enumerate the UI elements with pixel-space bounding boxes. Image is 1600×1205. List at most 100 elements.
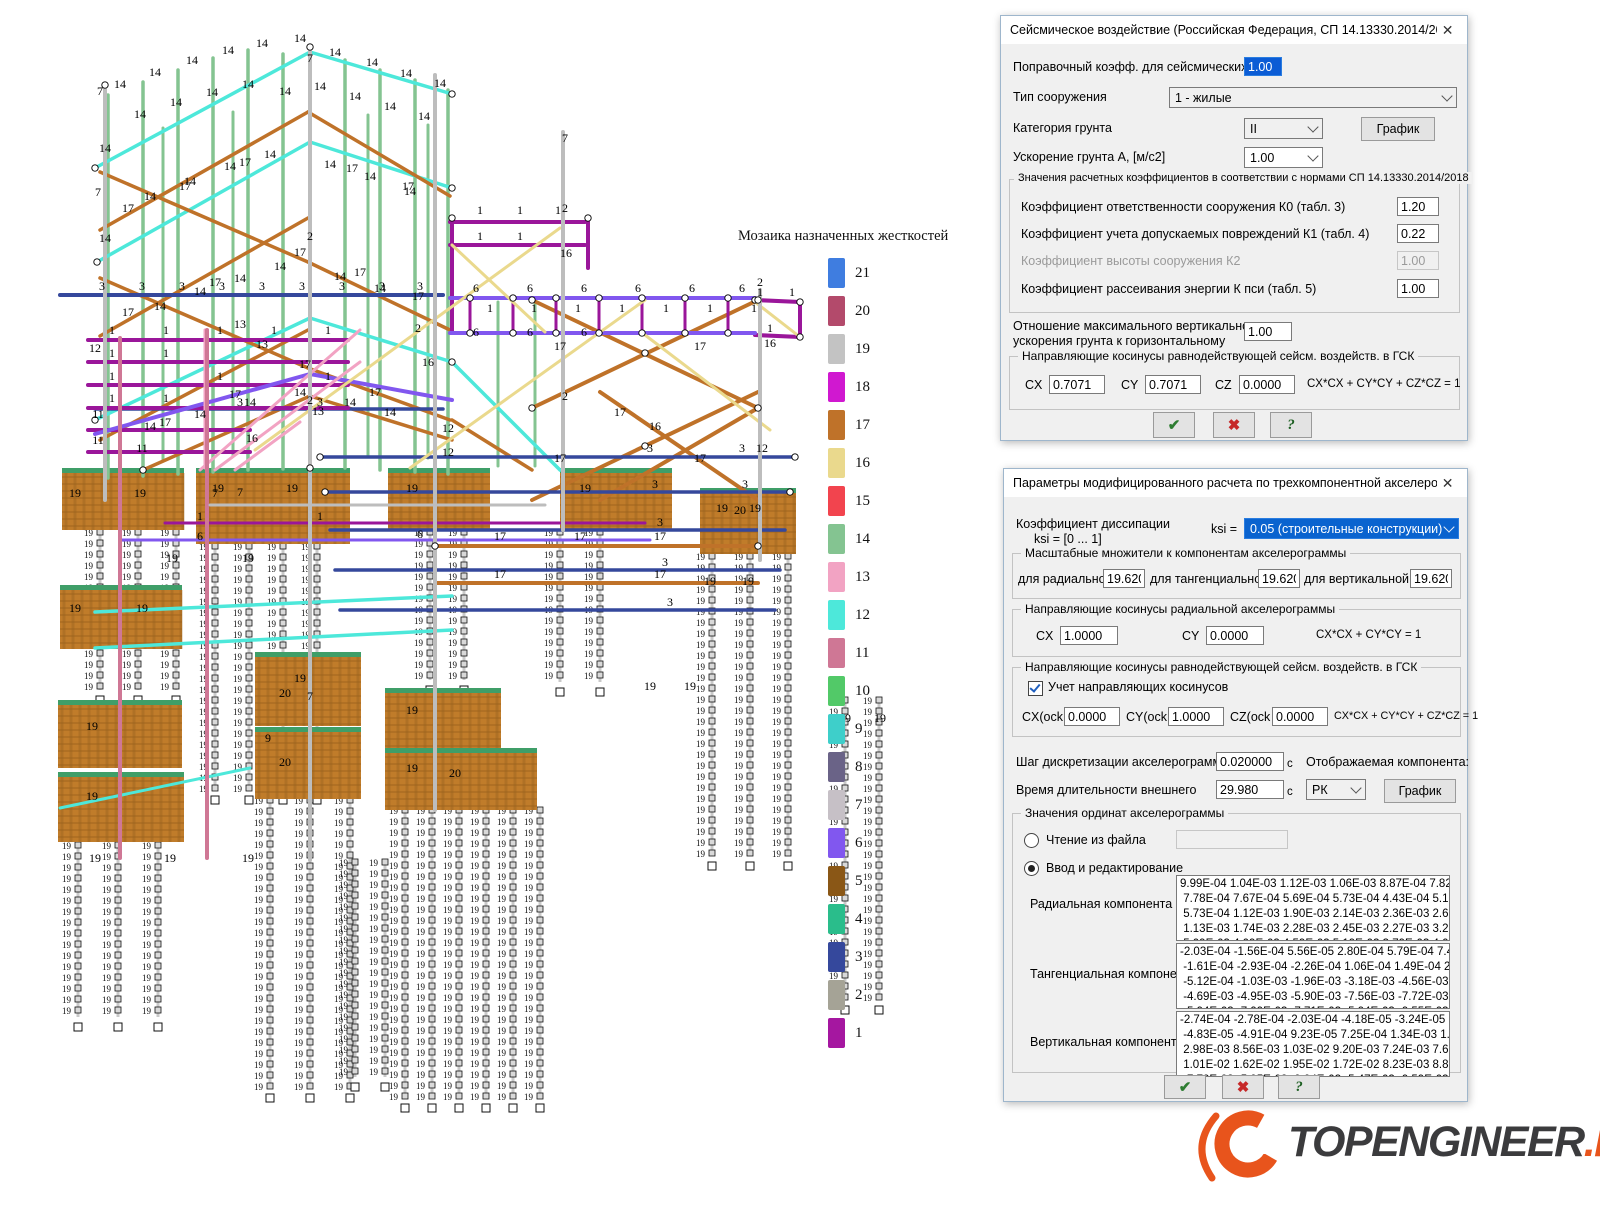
pile-foot xyxy=(874,1005,884,1015)
use-cosines-checkbox[interactable] xyxy=(1028,681,1043,696)
ok-button[interactable]: ✔ xyxy=(1164,1075,1206,1099)
pile-label: 19 xyxy=(199,586,209,596)
pile-node xyxy=(306,939,314,947)
pile-label: 19 xyxy=(734,794,744,804)
pile-node xyxy=(306,1005,314,1013)
member-label: 19 xyxy=(716,501,728,515)
radial-comp-textarea[interactable]: 9.99E-04 1.04E-03 1.12E-03 1.06E-03 8.87… xyxy=(1176,875,1450,941)
pile-label: 19 xyxy=(334,950,344,960)
frame-node xyxy=(321,488,329,496)
rc-cy-input[interactable] xyxy=(1206,626,1264,645)
close-icon[interactable]: ✕ xyxy=(1441,474,1454,491)
pile-node xyxy=(351,1067,359,1075)
pile-node xyxy=(875,982,883,990)
radial-scale-input[interactable] xyxy=(1103,569,1145,588)
pile-label: 19 xyxy=(734,695,744,705)
pile-label: 19 xyxy=(470,861,480,871)
graph-button[interactable]: График xyxy=(1361,117,1435,141)
cy-input[interactable] xyxy=(1145,375,1201,394)
pile-label: 19 xyxy=(524,828,534,838)
structure-type-select[interactable]: 1 - жилые xyxy=(1169,87,1457,108)
pile-label: 19 xyxy=(334,1038,344,1048)
tangential-scale-input[interactable] xyxy=(1258,569,1300,588)
duration-input[interactable] xyxy=(1216,780,1284,799)
help-button[interactable]: ? xyxy=(1278,1075,1320,1099)
k0-input[interactable] xyxy=(1397,197,1439,216)
pile-label: 19 xyxy=(142,907,152,917)
rc-cx-input[interactable] xyxy=(1060,626,1118,645)
model-view[interactable]: 19 19 19 19 19 19 19 19 19 19 19 19 19 19 19 19 19 19 19 19… xyxy=(0,0,1000,1200)
vertical-scale-input[interactable] xyxy=(1410,569,1452,588)
pile-label: 19 xyxy=(443,1070,453,1080)
member-label: 16 xyxy=(246,431,258,445)
close-icon[interactable]: ✕ xyxy=(1441,21,1454,38)
pile-label: 19 xyxy=(84,649,94,659)
read-file-radio[interactable] xyxy=(1024,833,1039,848)
pile-node xyxy=(381,990,389,998)
pile-node xyxy=(381,968,389,976)
pile-node xyxy=(428,1070,436,1078)
member-label: 17 xyxy=(122,201,134,215)
member-label: 13 xyxy=(234,317,246,331)
cx-input[interactable] xyxy=(1049,375,1105,394)
ksi-select[interactable]: 0.05 (строительные конструкции) xyxy=(1244,518,1459,539)
frame-node xyxy=(641,442,649,450)
k1-input[interactable] xyxy=(1397,224,1439,243)
pile-label: 19 xyxy=(696,585,706,595)
pile-node xyxy=(482,960,490,968)
ok-button[interactable]: ✔ xyxy=(1153,412,1195,438)
pile-label: 19 xyxy=(470,828,480,838)
pile-label: 19 xyxy=(199,619,209,629)
cancel-button[interactable]: ✖ xyxy=(1222,1075,1264,1099)
legend-number: 21 xyxy=(855,264,870,281)
pile-node xyxy=(401,1026,409,1034)
member-label: 3 xyxy=(237,395,243,409)
soil-category-select[interactable]: II xyxy=(1244,118,1323,139)
member-label: 6 xyxy=(473,325,479,339)
pile-node xyxy=(708,805,716,813)
gsk-cy-input[interactable] xyxy=(1168,707,1224,726)
pile-label: 19 xyxy=(389,982,399,992)
gsk-cx-input[interactable] xyxy=(1064,707,1120,726)
pile-node xyxy=(306,1027,314,1035)
member-label: 1 xyxy=(531,301,537,315)
vertical-comp-textarea[interactable]: -2.74E-04 -2.78E-04 -2.03E-04 -4.18E-05 … xyxy=(1176,1011,1450,1077)
pile-label: 19 xyxy=(142,973,152,983)
pile-node xyxy=(401,1081,409,1089)
correction-coef-input[interactable] xyxy=(1244,57,1282,76)
pile-label: 19 xyxy=(254,961,264,971)
pile-label: 19 xyxy=(369,968,379,978)
tangential-comp-textarea[interactable]: -2.03E-04 -1.56E-04 5.56E-05 2.80E-04 5.… xyxy=(1176,943,1450,1009)
accel-dialog-titlebar[interactable]: Параметры модифицированного расчета по т… xyxy=(1004,469,1467,497)
soil-accel-value: 1.00 xyxy=(1250,150,1275,165)
pile-label: 19 xyxy=(233,707,243,717)
vert-ratio-input[interactable] xyxy=(1244,322,1292,341)
soil-accel-select[interactable]: 1.00 xyxy=(1244,147,1323,168)
edit-radio[interactable] xyxy=(1024,861,1039,876)
legend-number: 7 xyxy=(855,796,863,813)
step-input[interactable] xyxy=(1216,752,1284,771)
pile-label: 19 xyxy=(233,762,243,772)
pile-label: 19 xyxy=(443,916,453,926)
component-select[interactable]: РК xyxy=(1306,779,1366,800)
pile-label: 19 xyxy=(772,684,782,694)
seismic-dialog-titlebar[interactable]: Сейсмическое воздействие (Российская Фед… xyxy=(1001,16,1467,44)
pile-label: 19 xyxy=(62,929,72,939)
pile-node xyxy=(509,1026,517,1034)
member-label: 1 xyxy=(751,301,757,315)
kpsi-input[interactable] xyxy=(1397,279,1439,298)
pile-label: 19 xyxy=(544,561,554,571)
graph-button-2[interactable]: График xyxy=(1384,779,1456,803)
cz-input[interactable] xyxy=(1239,375,1295,394)
help-button[interactable]: ? xyxy=(1270,412,1312,438)
pile-label: 19 xyxy=(524,916,534,926)
cancel-button[interactable]: ✖ xyxy=(1213,412,1255,438)
pile-node xyxy=(428,894,436,902)
gsk-cz-input[interactable] xyxy=(1272,707,1328,726)
member-label: 14 xyxy=(234,271,246,285)
pile-node xyxy=(346,807,354,815)
pile-node xyxy=(211,729,219,737)
pile-node xyxy=(841,861,849,869)
pile-label: 19 xyxy=(863,971,873,981)
pile-node xyxy=(875,938,883,946)
